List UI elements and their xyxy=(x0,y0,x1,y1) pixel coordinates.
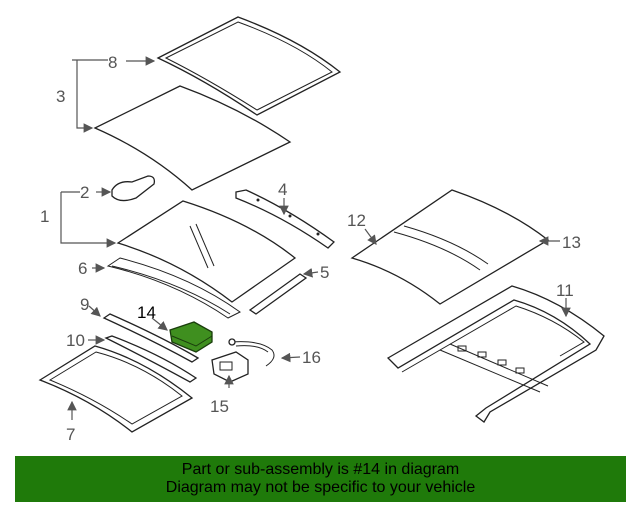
callout-2[interactable]: 2 xyxy=(80,183,89,202)
banner-line-2: Diagram may not be specific to your vehi… xyxy=(165,479,476,496)
banner-line-1: Part or sub-assembly is #14 in diagram xyxy=(181,461,460,478)
callout-6[interactable]: 6 xyxy=(78,259,87,278)
callout-11[interactable]: 11 xyxy=(556,281,574,300)
part-9-strip xyxy=(102,313,200,363)
part-5-rail xyxy=(248,273,308,315)
callout-10[interactable]: 10 xyxy=(66,331,85,350)
callout-9[interactable]: 9 xyxy=(80,295,89,314)
callout-5[interactable]: 5 xyxy=(320,263,329,282)
callout-3[interactable]: 3 xyxy=(56,87,65,106)
part-3-glass-panel xyxy=(93,85,292,191)
part-7-frame xyxy=(38,345,194,433)
part-1-glass-assembly xyxy=(116,200,297,303)
part-4-rail xyxy=(235,189,335,249)
callout-12[interactable]: 12 xyxy=(347,211,366,230)
part-6-seal xyxy=(106,257,241,319)
part-10-strip xyxy=(104,335,198,383)
parts-diagram: 8 3 2 1 4 6 5 9 10 7 14 15 16 12 13 11 xyxy=(38,16,605,444)
callout-4[interactable]: 4 xyxy=(278,180,287,199)
callout-1[interactable]: 1 xyxy=(40,207,49,226)
callout-8[interactable]: 8 xyxy=(108,53,117,72)
callout-7[interactable]: 7 xyxy=(66,425,75,444)
part-15-motor xyxy=(211,351,249,383)
callout-16[interactable]: 16 xyxy=(302,348,321,367)
part-16-cable xyxy=(228,338,275,367)
part-12-13-sunshade xyxy=(350,189,550,305)
part-11-frame xyxy=(386,285,605,423)
part-8-glass-panel xyxy=(156,16,342,116)
leader-lines xyxy=(60,56,571,420)
part-2-bracket xyxy=(111,175,156,202)
callout-13[interactable]: 13 xyxy=(562,233,581,252)
callout-15[interactable]: 15 xyxy=(210,397,229,416)
callout-14[interactable]: 14 xyxy=(137,303,156,322)
fitment-banner: Part or sub-assembly is #14 in diagram D… xyxy=(15,456,626,502)
part-14-highlighted[interactable] xyxy=(169,321,213,353)
